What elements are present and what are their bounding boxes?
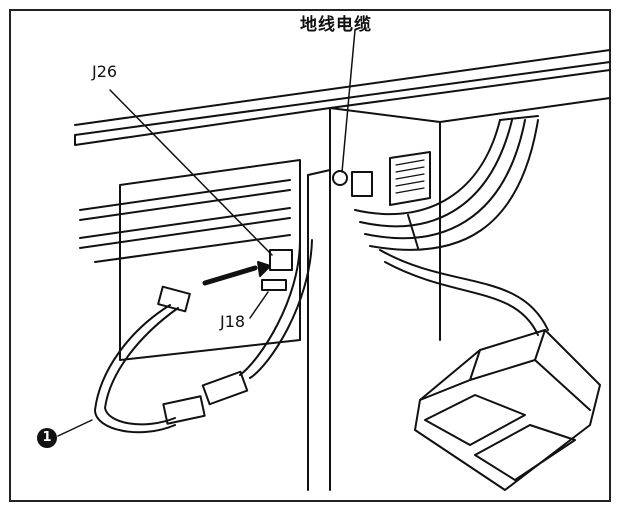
control-box-rails	[79, 179, 291, 263]
bottom-connector-right	[201, 370, 249, 406]
wire-harness	[94, 304, 179, 434]
leader-j18	[249, 291, 269, 319]
table-frame	[74, 69, 611, 491]
control-box	[119, 159, 301, 361]
connector-j26	[269, 249, 293, 271]
table-top-edge	[74, 49, 611, 136]
ground-screw	[332, 170, 348, 186]
j18-label: J18	[220, 312, 246, 331]
callout-number-1: 1	[37, 428, 57, 448]
cable-bundle-right	[354, 119, 539, 251]
insert-arrow	[202, 265, 258, 286]
connector-j18	[261, 279, 287, 291]
j26-label: J26	[92, 62, 118, 81]
figure-border	[9, 9, 611, 502]
leader-j26	[109, 89, 273, 256]
bottom-connector-left	[162, 395, 206, 425]
vent-grille	[389, 151, 431, 206]
pedal-cable	[379, 249, 549, 336]
harness-to-table	[239, 239, 313, 379]
table-leg	[307, 169, 331, 491]
leader-ground	[341, 29, 356, 173]
leader-callout-1	[57, 419, 93, 437]
foot-pedal	[414, 329, 601, 491]
ground-cable-label: 地线电缆	[300, 15, 372, 35]
power-switch	[351, 171, 373, 197]
plug-connector	[157, 285, 191, 313]
